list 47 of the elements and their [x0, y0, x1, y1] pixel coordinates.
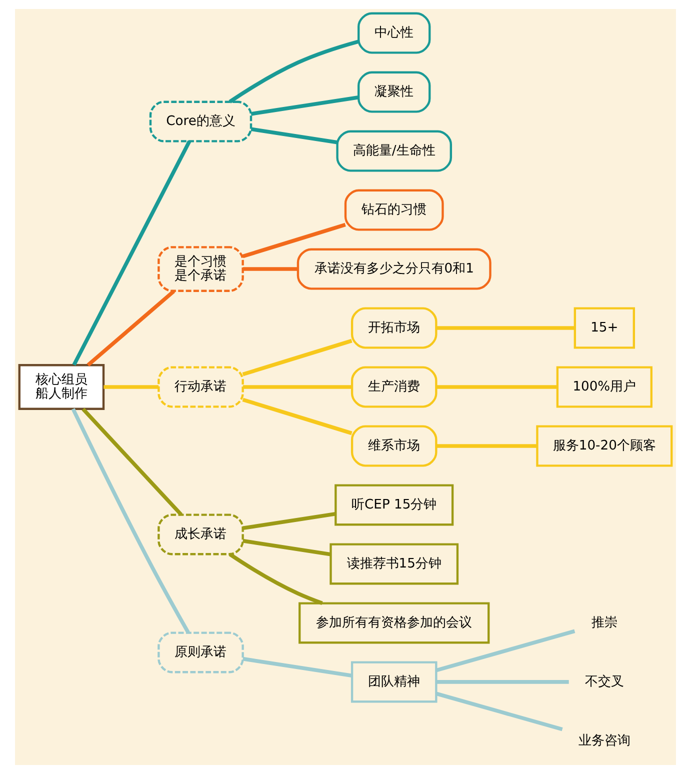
- node-box: 行动承诺: [157, 366, 244, 408]
- node-box: 100%用户: [556, 366, 652, 408]
- node-box: 高能量/生命性: [336, 130, 452, 172]
- node-text: 业务咨询: [578, 732, 630, 748]
- node-box: 中心性: [357, 12, 430, 54]
- node-box: 是个习惯 是个承诺: [157, 246, 244, 292]
- connector: [228, 39, 358, 103]
- connector: [242, 266, 298, 270]
- node-box: 听CEP 15分钟: [334, 484, 454, 526]
- node-box: 钻石的习惯: [344, 188, 444, 230]
- node-box: 凝聚性: [357, 70, 430, 112]
- connector: [242, 397, 352, 435]
- connector: [86, 289, 175, 366]
- node-box: 服务10-20个顾客: [536, 424, 672, 466]
- node-box: 承诺没有多少之分只有0和1: [296, 248, 491, 290]
- node-box: 维系市场: [350, 424, 437, 466]
- connector: [72, 140, 191, 366]
- connector: [250, 126, 337, 144]
- node-text: 推崇: [590, 614, 617, 630]
- connector: [228, 552, 322, 604]
- connector: [242, 512, 336, 530]
- connector: [436, 444, 536, 448]
- node-box: 参加所有有资格参加的会议: [298, 602, 490, 644]
- node-box: 成长承诺: [157, 513, 244, 555]
- node-box: 读推荐书15分钟: [329, 542, 458, 584]
- node-box: 生产消费: [350, 366, 437, 408]
- node-box: 15+: [573, 306, 634, 348]
- node-text: 不交叉: [584, 674, 624, 689]
- connector: [242, 538, 330, 556]
- connector: [103, 384, 158, 388]
- connector: [242, 338, 352, 376]
- connector: [250, 94, 358, 116]
- connector: [436, 384, 557, 388]
- connector: [70, 408, 190, 634]
- connector: [242, 656, 352, 677]
- connector: [435, 628, 575, 672]
- connector: [242, 384, 352, 388]
- connector: [436, 326, 574, 330]
- connector: [436, 680, 568, 684]
- node-box: 核心组员 船人制作: [18, 364, 104, 410]
- node-box: Core的意义: [148, 100, 252, 142]
- node-box: 原则承诺: [157, 631, 244, 673]
- node-box: 开拓市场: [350, 306, 437, 348]
- node-box: 团队精神: [350, 660, 437, 702]
- connector: [435, 691, 562, 731]
- connector: [81, 407, 182, 516]
- connector: [242, 222, 346, 258]
